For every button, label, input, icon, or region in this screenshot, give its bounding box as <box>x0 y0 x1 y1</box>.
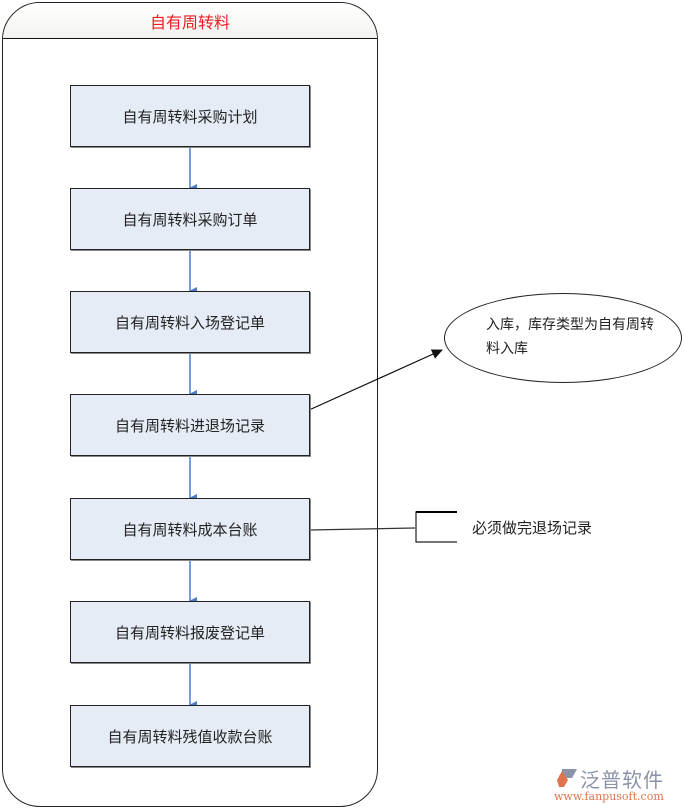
step-label: 自有周转料采购计划 <box>122 107 258 126</box>
step-label: 自有周转料成本台账 <box>122 520 258 539</box>
step-label: 自有周转料报废登记单 <box>114 623 265 642</box>
step-purchase-plan[interactable]: 自有周转料采购计划 <box>70 85 310 147</box>
step-label: 自有周转料残值收款台账 <box>107 727 273 746</box>
swimlane-header: 自有周转料 <box>3 3 377 39</box>
logo-mark-icon <box>557 769 577 787</box>
step-residual-value-ledger[interactable]: 自有周转料残值收款台账 <box>70 705 310 767</box>
logo-name: 泛普软件 <box>580 768 664 792</box>
annotation-ellipse-text: 入库，库存类型为自有周转料入库 <box>486 317 654 357</box>
annotation-arrow <box>297 349 443 416</box>
bracket-shape <box>415 511 457 543</box>
brand-logo: 泛普软件 www.fanpusoft.com <box>554 764 678 808</box>
step-entry-registration[interactable]: 自有周转料入场登记单 <box>70 291 310 353</box>
step-scrap-registration[interactable]: 自有周转料报废登记单 <box>70 601 310 663</box>
step-entry-exit-record[interactable]: 自有周转料进退场记录 <box>70 394 310 456</box>
swimlane-title: 自有周转料 <box>149 12 230 32</box>
step-purchase-order[interactable]: 自有周转料采购订单 <box>70 188 310 250</box>
bracket-connector <box>309 527 416 531</box>
bracket-note-text: 必须做完退场记录 <box>472 519 593 537</box>
step-label: 自有周转料进退场记录 <box>114 416 265 435</box>
logo-url: www.fanpusoft.com <box>554 790 664 803</box>
step-label: 自有周转料入场登记单 <box>114 313 265 332</box>
step-label: 自有周转料采购订单 <box>122 210 258 229</box>
step-cost-ledger[interactable]: 自有周转料成本台账 <box>70 498 310 560</box>
annotation-ellipse <box>444 293 682 383</box>
